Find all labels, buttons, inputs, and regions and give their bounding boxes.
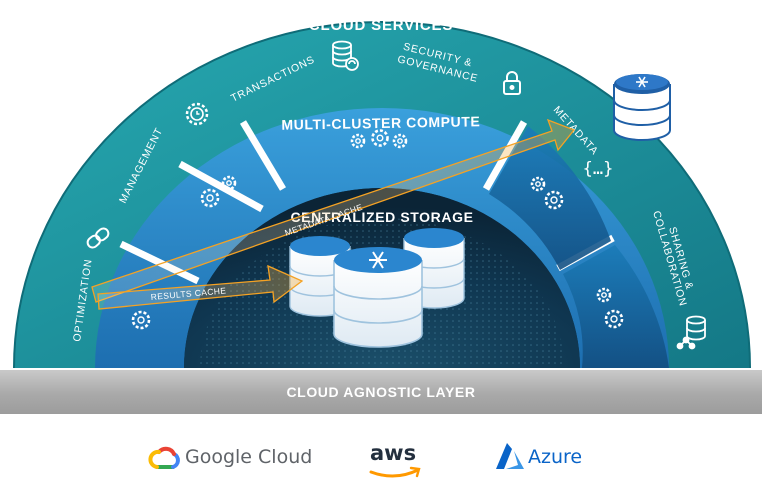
storage-databases — [289, 228, 465, 348]
metadata-store-icon — [613, 74, 671, 141]
cloud-agnostic-layer-label: CLOUD AGNOSTIC LAYER — [286, 384, 476, 400]
gear-icon — [131, 310, 151, 330]
gear-clock-icon — [185, 102, 209, 126]
aws-label: aws — [370, 441, 417, 465]
gear-icon — [596, 287, 624, 329]
svg-text:{…}: {…} — [583, 159, 614, 179]
aws-logo: aws — [370, 436, 416, 470]
compute-title: MULTI-CLUSTER COMPUTE — [281, 113, 480, 132]
snowflake-icon — [636, 76, 648, 88]
snowflake-icon — [369, 251, 387, 269]
database-share-icon — [676, 315, 706, 350]
azure-icon — [496, 443, 524, 469]
link-icon — [86, 227, 110, 249]
google-cloud-label: Google Cloud — [185, 446, 313, 468]
google-cloud-logo: Google Cloud — [179, 440, 312, 474]
results-cache-arrow: RESULTS CACHE — [97, 264, 304, 310]
lock-icon — [503, 71, 521, 95]
gear-icon — [200, 175, 237, 208]
braces-icon: {…} — [583, 159, 614, 179]
aws-smile-icon — [369, 468, 420, 478]
cloud-agnostic-layer-bar — [0, 370, 762, 414]
gear-icon — [350, 129, 408, 149]
database-sync-icon — [332, 40, 359, 71]
google-cloud-icon — [148, 446, 180, 469]
azure-label: Azure — [528, 446, 583, 468]
azure-logo: Azure — [522, 440, 582, 474]
aws-arrow-tip-icon — [409, 466, 421, 478]
gear-icon — [530, 176, 564, 210]
cloud-services-title: CLOUD SERVICES — [309, 17, 453, 34]
